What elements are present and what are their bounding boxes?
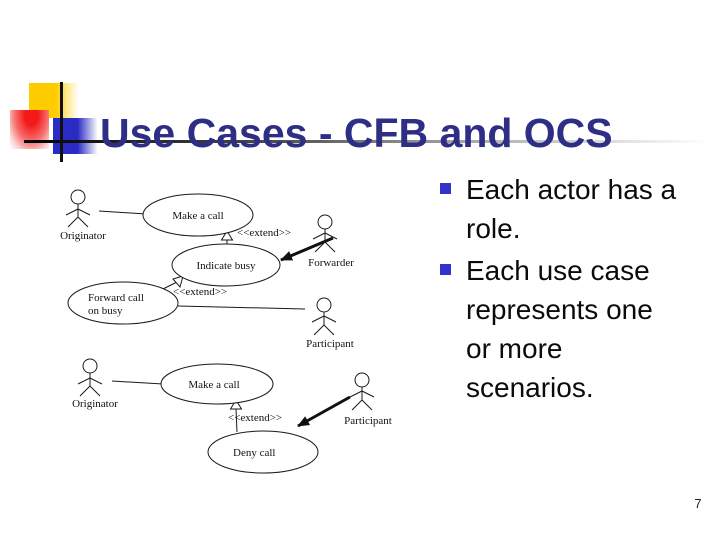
actor-label: Participant xyxy=(306,338,354,350)
usecase-deny-call xyxy=(207,430,319,474)
usecase-label: Forward call xyxy=(88,292,144,304)
actor-body xyxy=(77,373,103,397)
actor-head xyxy=(82,358,98,374)
actor-label: Originator xyxy=(72,398,118,410)
bullet-text-line: Each use case xyxy=(466,255,650,286)
extend-arrowhead-icon xyxy=(220,230,234,241)
association-originator-makecall xyxy=(98,210,147,215)
usecase-label: Indicate busy xyxy=(197,260,256,272)
title-underline-rule xyxy=(24,140,710,143)
extend-arrowhead-icon xyxy=(172,275,184,289)
extend-label: <<extend>> xyxy=(237,227,291,239)
extend-label: <<extend>> xyxy=(173,286,227,298)
extend-line-denycall-makecall xyxy=(235,408,238,433)
actor-label: Originator xyxy=(60,230,106,242)
page-number: 7 xyxy=(694,496,702,511)
bullet-square-icon xyxy=(440,264,451,275)
actor-participant-bottom: Participant xyxy=(344,372,392,427)
usecase-make-a-call xyxy=(142,193,254,237)
bullet-item: Each actor has a role. xyxy=(466,170,716,248)
bullet-text-line: role. xyxy=(466,213,521,244)
actor-forwarder: Forwarder xyxy=(308,214,354,269)
usecase-forward-call-on-busy xyxy=(67,281,179,325)
decoration-vertical-line xyxy=(60,82,63,162)
extend-arrowhead-icon xyxy=(229,399,243,410)
page-title: Use Cases - CFB and OCS xyxy=(100,110,613,157)
bullet-text-line: or more xyxy=(466,333,563,364)
bullet-square-icon xyxy=(440,183,451,194)
usecase-make-a-call-2 xyxy=(160,363,274,405)
actor-head xyxy=(317,214,333,230)
bullet-text-line: scenarios. xyxy=(466,372,594,403)
actor-head xyxy=(316,297,332,313)
arrow-forwarder-indicatebusy xyxy=(280,236,334,262)
actor-body xyxy=(65,204,91,228)
actor-participant-top: Participant xyxy=(306,297,354,350)
usecase-label: on busy xyxy=(88,305,123,317)
usecase-label: Make a call xyxy=(172,210,223,222)
actor-body xyxy=(312,229,338,253)
bullet-text-line: Each actor has a xyxy=(466,174,677,205)
actor-label: Forwarder xyxy=(308,257,354,269)
usecase-label: Make a call xyxy=(188,379,239,391)
bullet-item: Each use case represents one or more sce… xyxy=(466,251,716,407)
actor-head xyxy=(354,372,370,388)
association-originator-makecall2 xyxy=(111,380,164,385)
extend-label: <<extend>> xyxy=(228,412,282,424)
bullet-text-line: represents one xyxy=(466,294,653,325)
association-forwardcall-participant xyxy=(177,305,306,310)
usecase-indicate-busy xyxy=(171,243,281,287)
actor-originator-bottom: Originator xyxy=(72,358,118,410)
actor-originator-top: Originator xyxy=(60,189,106,242)
actor-head xyxy=(70,189,86,205)
arrow-participant-denycall xyxy=(297,395,351,428)
actor-label: Participant xyxy=(344,415,392,427)
actor-body xyxy=(311,312,337,336)
usecase-label: Deny call xyxy=(233,447,275,459)
actor-body xyxy=(349,387,375,411)
